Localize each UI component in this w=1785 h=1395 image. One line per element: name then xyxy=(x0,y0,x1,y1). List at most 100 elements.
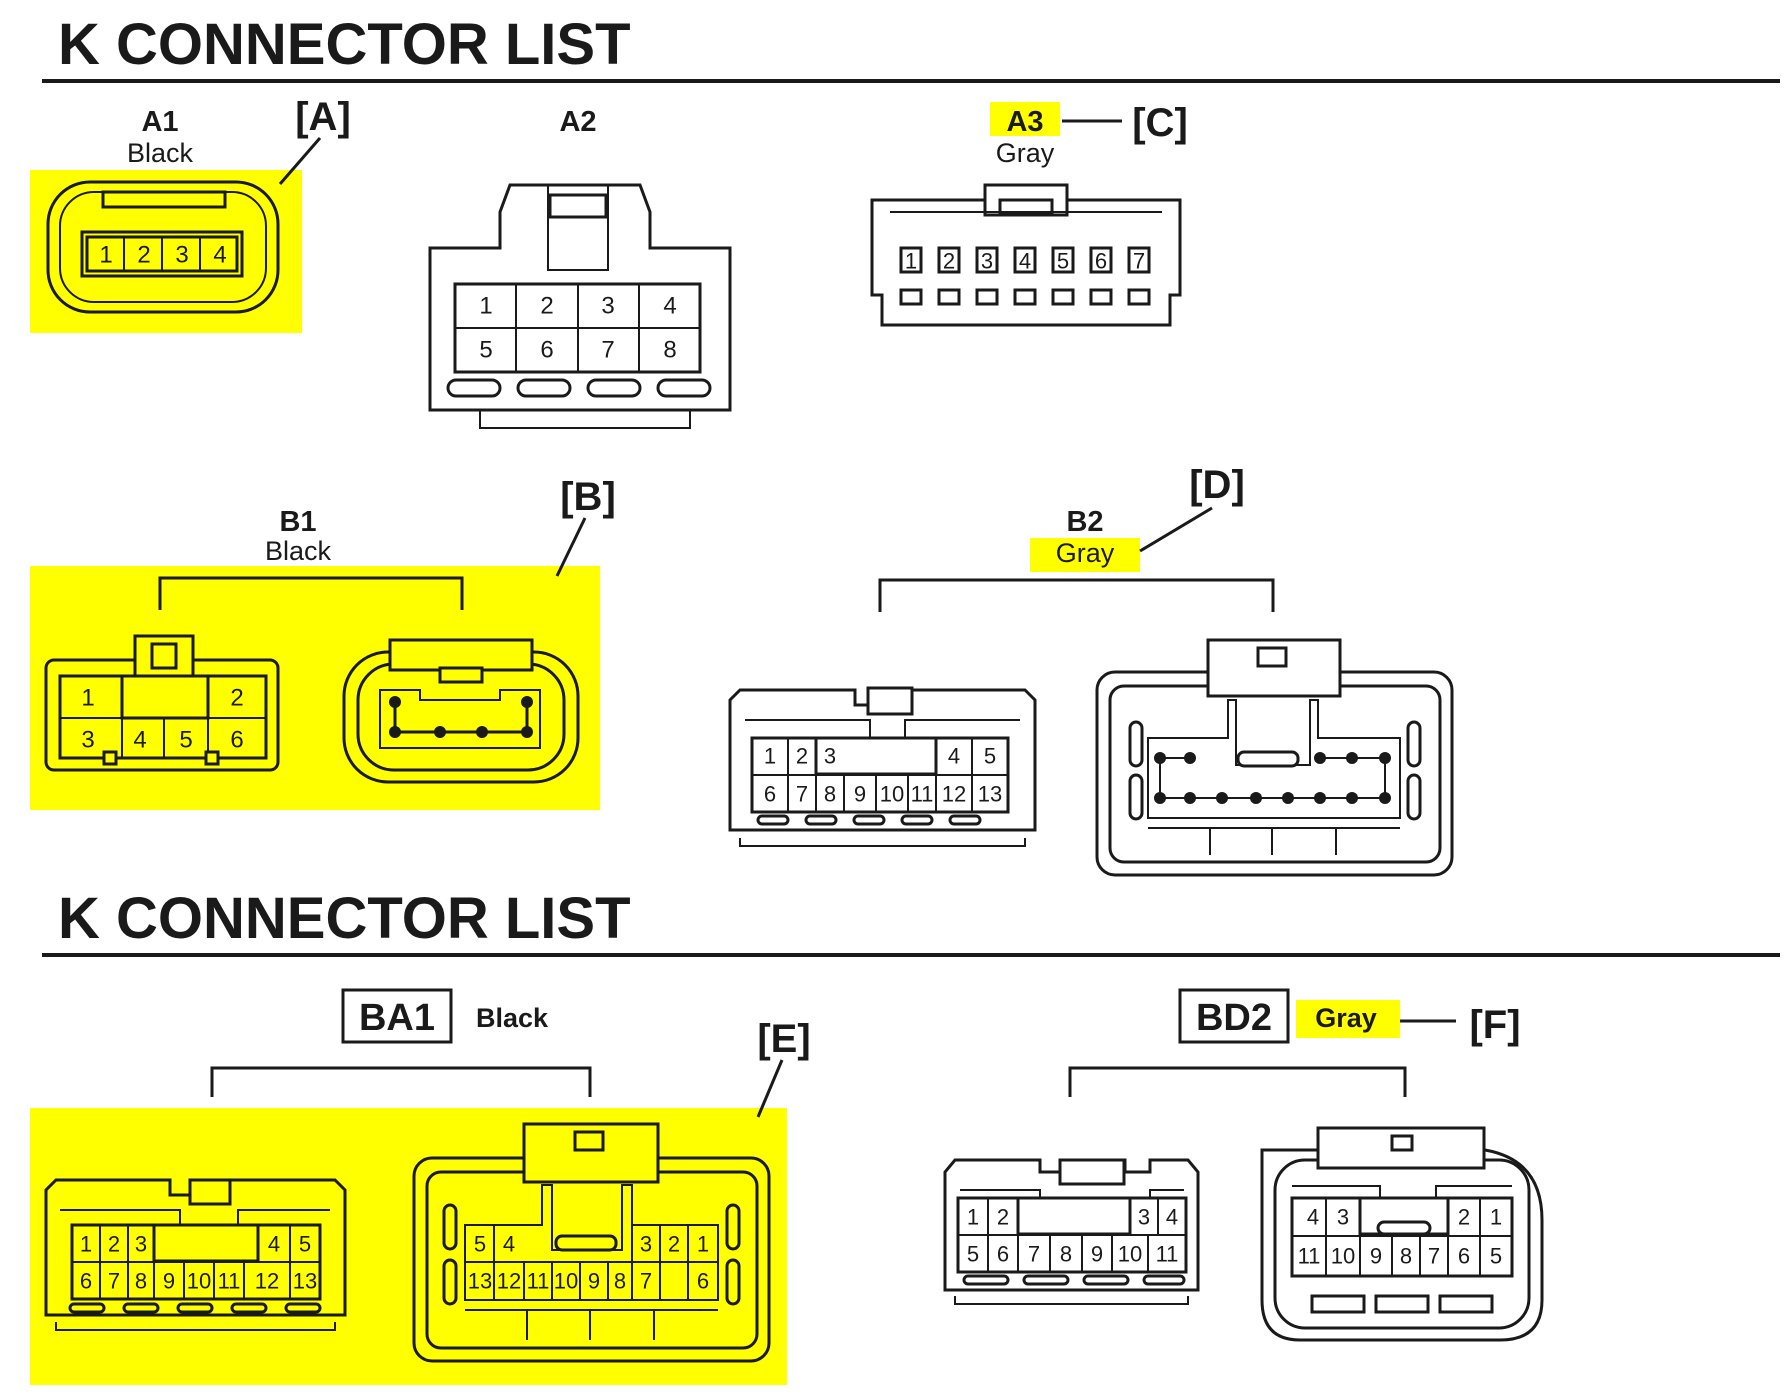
a3-pin: 2 xyxy=(943,249,955,274)
b1-code: B1 xyxy=(279,506,316,538)
a1-color: Black xyxy=(127,138,194,168)
ba1-rear-pin: 3 xyxy=(640,1232,652,1257)
b2-callout: [D] xyxy=(1189,463,1245,507)
ba1-pin: 12 xyxy=(255,1269,279,1294)
a2-pin: 5 xyxy=(479,337,492,364)
bd2-pin: 11 xyxy=(1156,1242,1179,1267)
connector-ba1: BA1 Black [E] 1 2 3 4 5 6 7 8 9 xyxy=(30,988,811,1385)
ba1-pin: 13 xyxy=(293,1269,317,1294)
connector-a3: A3 Gray [C] 1 2 3 4 5 6 7 xyxy=(870,101,1188,327)
bd2-rear-pin: 10 xyxy=(1331,1244,1355,1269)
b1-pin: 6 xyxy=(230,727,243,754)
ba1-pin: 7 xyxy=(108,1269,120,1294)
section-title-1: K CONNECTOR LIST xyxy=(58,12,631,77)
ba1-rear-pin: 9 xyxy=(588,1269,600,1294)
ba1-rear-pin: 7 xyxy=(640,1269,652,1294)
ba1-pin: 5 xyxy=(299,1232,311,1257)
ba1-bracket xyxy=(210,1066,592,1097)
ba1-rear-pin: 6 xyxy=(697,1269,709,1294)
ba1-pin: 3 xyxy=(135,1232,147,1257)
bd2-pin: 2 xyxy=(997,1205,1009,1230)
ba1-rear-pin-grid: 5 4 3 2 1 13 12 11 10 9 8 7 6 xyxy=(468,1225,709,1300)
b2-bracket xyxy=(878,578,1275,612)
b2-pin: 1 xyxy=(764,744,776,769)
a2-pin: 1 xyxy=(479,293,492,320)
a3-code-highlight xyxy=(990,102,1060,136)
a1-pin: 2 xyxy=(137,242,150,269)
a1-pin: 3 xyxy=(175,242,188,269)
a1-pin: 4 xyxy=(213,242,226,269)
b2-pin-grid: 1 2 3 4 5 6 7 8 9 10 11 12 13 xyxy=(764,738,1002,812)
bd2-rear-pin: 7 xyxy=(1428,1244,1440,1269)
bd2-code-box xyxy=(1178,988,1290,1044)
b2-pin: 3 xyxy=(824,744,836,769)
bd2-rear-pin: 1 xyxy=(1490,1205,1502,1230)
a1-code: A1 xyxy=(141,106,178,138)
b2-pin: 12 xyxy=(942,782,966,807)
ba1-pin: 9 xyxy=(163,1269,175,1294)
bd2-pin: 1 xyxy=(967,1205,979,1230)
bd2-pin: 3 xyxy=(1138,1205,1150,1230)
b1-pin: 4 xyxy=(133,727,146,754)
ba1-pin: 2 xyxy=(108,1232,120,1257)
bd2-pin: 9 xyxy=(1091,1242,1103,1267)
ba1-color: Black xyxy=(476,1003,549,1033)
ba1-code: BA1 xyxy=(359,997,435,1039)
b1-callout: [B] xyxy=(560,475,616,519)
a3-pin: 1 xyxy=(905,249,917,274)
b1-pin: 3 xyxy=(81,727,94,754)
bd2-pin: 5 xyxy=(967,1242,979,1267)
ba1-pin: 1 xyxy=(80,1232,92,1257)
b2-color-highlight xyxy=(1030,538,1140,572)
ba1-leader-line xyxy=(756,1059,784,1118)
a3-pin-row: 1 2 3 4 5 6 7 xyxy=(899,246,1151,306)
a2-pin: 2 xyxy=(540,293,553,320)
a1-pin: 1 xyxy=(99,242,112,269)
b2-pin: 4 xyxy=(948,744,960,769)
bd2-rear-pin: 6 xyxy=(1458,1244,1470,1269)
b2-pin: 2 xyxy=(796,744,808,769)
ba1-callout: [E] xyxy=(757,1017,810,1061)
bd2-color-highlight xyxy=(1296,1000,1400,1038)
section-title-2: K CONNECTOR LIST xyxy=(58,886,631,951)
ba1-pin: 10 xyxy=(187,1269,211,1294)
bd2-pin: 6 xyxy=(997,1242,1009,1267)
a2-code: A2 xyxy=(559,106,596,138)
bd2-pin: 10 xyxy=(1118,1242,1142,1267)
a3-pin: 6 xyxy=(1095,249,1107,274)
ba1-rear-pin: 5 xyxy=(474,1232,486,1257)
connector-a2: A2 1 2 3 4 5 6 7 8 xyxy=(428,106,732,429)
bd2-pin: 7 xyxy=(1028,1242,1040,1267)
a3-code: A3 xyxy=(1006,106,1043,138)
connector-b1: B1 Black [B] 1 2 3 4 5 6 xyxy=(30,475,616,810)
bd2-rear-pin: 3 xyxy=(1337,1205,1349,1230)
a1-leader-line xyxy=(278,137,322,185)
b2-pin: 5 xyxy=(984,744,996,769)
b1-pin: 2 xyxy=(230,685,243,712)
a3-pin: 5 xyxy=(1057,249,1069,274)
ba1-pin: 4 xyxy=(268,1232,280,1257)
bd2-rear-pin: 4 xyxy=(1307,1205,1319,1230)
ba1-rear-pin: 1 xyxy=(697,1232,709,1257)
b1-bracket xyxy=(158,576,464,610)
b2-pin: 11 xyxy=(911,782,934,807)
bd2-rear-pin: 8 xyxy=(1400,1244,1412,1269)
ba1-rear-pin: 10 xyxy=(554,1269,578,1294)
bd2-code: BD2 xyxy=(1196,997,1272,1039)
b1-pin: 5 xyxy=(179,727,192,754)
a3-callout: [C] xyxy=(1132,101,1188,145)
bd2-callout: [F] xyxy=(1469,1003,1520,1047)
a2-pin: 3 xyxy=(601,293,614,320)
a2-pin: 8 xyxy=(663,337,676,364)
ba1-front-pin-grid: 1 2 3 4 5 6 7 8 9 10 11 12 13 xyxy=(80,1225,317,1299)
ba1-rear-pin: 2 xyxy=(668,1232,680,1257)
bd2-pin: 8 xyxy=(1060,1242,1072,1267)
b2-pin: 9 xyxy=(854,782,866,807)
b2-pin: 6 xyxy=(764,782,776,807)
ba1-pin: 6 xyxy=(80,1269,92,1294)
b2-pin: 13 xyxy=(978,782,1002,807)
connector-a1: A1 Black [A] 1 2 3 4 xyxy=(30,95,351,333)
b2-code: B2 xyxy=(1066,506,1103,538)
bd2-bracket xyxy=(1068,1066,1407,1097)
